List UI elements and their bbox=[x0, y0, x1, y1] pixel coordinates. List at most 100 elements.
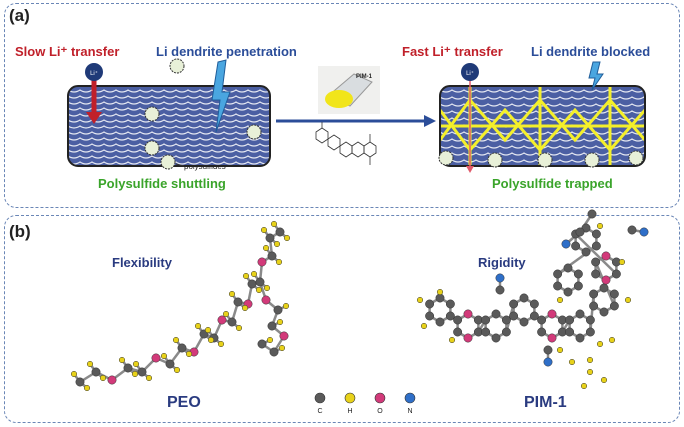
atom bbox=[519, 293, 529, 303]
atom bbox=[107, 375, 117, 385]
pim1-vial-photo: PIM-1 bbox=[318, 66, 380, 114]
atom bbox=[247, 279, 257, 289]
legend-swatch bbox=[374, 392, 386, 404]
sulfide-badge bbox=[537, 152, 553, 168]
atom bbox=[250, 270, 258, 278]
atom bbox=[276, 318, 284, 326]
atom bbox=[217, 340, 225, 348]
atom bbox=[99, 374, 107, 382]
atom bbox=[278, 344, 286, 352]
legend-item-H: H bbox=[344, 392, 356, 415]
atom bbox=[228, 290, 236, 298]
slow-transfer-title: Slow Li⁺ transfer bbox=[15, 44, 120, 59]
atom bbox=[501, 327, 511, 337]
atom bbox=[575, 227, 585, 237]
atom bbox=[151, 353, 161, 363]
atom bbox=[599, 307, 609, 317]
atom bbox=[543, 345, 553, 355]
atom bbox=[242, 272, 250, 280]
atom bbox=[509, 299, 519, 309]
atom bbox=[565, 327, 575, 337]
atom bbox=[453, 327, 463, 337]
atom bbox=[145, 374, 153, 382]
atom bbox=[587, 209, 597, 219]
left-li-ion: Li⁺ bbox=[85, 63, 103, 124]
left-membrane bbox=[67, 85, 271, 167]
atom bbox=[581, 247, 591, 257]
atom bbox=[596, 222, 604, 230]
atom bbox=[91, 367, 101, 377]
atom bbox=[207, 336, 215, 344]
atom bbox=[553, 281, 563, 291]
atom bbox=[233, 297, 243, 307]
peo-molecule bbox=[70, 220, 291, 392]
atom bbox=[255, 286, 263, 294]
atom bbox=[547, 333, 557, 343]
sulfide-badge bbox=[584, 152, 600, 168]
atom bbox=[599, 283, 609, 293]
atom bbox=[563, 263, 573, 273]
right-ion-label: Li⁺ bbox=[466, 70, 474, 77]
atom bbox=[600, 376, 608, 384]
atom bbox=[275, 258, 283, 266]
atom bbox=[217, 315, 227, 325]
atom bbox=[75, 377, 85, 387]
left-dendrite-bolt bbox=[211, 59, 231, 133]
atom bbox=[553, 269, 563, 279]
legend-swatch bbox=[314, 392, 326, 404]
atom bbox=[481, 315, 491, 325]
atom bbox=[270, 220, 278, 228]
atom bbox=[609, 301, 619, 311]
atom bbox=[571, 241, 581, 251]
atom bbox=[491, 333, 501, 343]
atom bbox=[172, 336, 180, 344]
legend-label: N bbox=[407, 408, 412, 415]
atom bbox=[556, 346, 564, 354]
atom bbox=[547, 309, 557, 319]
atom bbox=[131, 370, 139, 378]
atom bbox=[173, 366, 181, 374]
atom bbox=[591, 269, 601, 279]
atom bbox=[132, 360, 140, 368]
atom bbox=[556, 296, 564, 304]
atom bbox=[222, 310, 230, 318]
atom bbox=[529, 311, 539, 321]
atom bbox=[260, 226, 268, 234]
atom bbox=[624, 296, 632, 304]
atom bbox=[568, 358, 576, 366]
rigidity-title: Rigidity bbox=[478, 255, 526, 270]
atom bbox=[618, 258, 626, 266]
atom bbox=[589, 301, 599, 311]
atom bbox=[501, 315, 511, 325]
atom bbox=[263, 284, 271, 292]
pim1-structure bbox=[315, 122, 377, 165]
dendrite-penetration-title: Li dendrite penetration bbox=[156, 44, 297, 59]
atom bbox=[255, 277, 265, 287]
atom bbox=[273, 305, 283, 315]
atom bbox=[262, 244, 270, 252]
legend-item-N: N bbox=[404, 392, 416, 415]
pim1-molecule bbox=[416, 209, 649, 390]
atom bbox=[267, 251, 277, 261]
panel-a-label: (a) bbox=[9, 6, 30, 25]
atom bbox=[137, 367, 147, 377]
atom bbox=[177, 343, 187, 353]
flexibility-title: Flexibility bbox=[112, 255, 172, 270]
atom bbox=[185, 350, 193, 358]
atom bbox=[453, 315, 463, 325]
atom bbox=[561, 239, 571, 249]
fast-transfer-title: Fast Li⁺ transfer bbox=[402, 44, 503, 59]
atom bbox=[448, 336, 456, 344]
atom bbox=[585, 327, 595, 337]
atom bbox=[573, 269, 583, 279]
peo-name: PEO bbox=[167, 394, 201, 411]
atom bbox=[573, 281, 583, 291]
atom bbox=[279, 331, 289, 341]
atom bbox=[519, 317, 529, 327]
right-li-ion: Li⁺ bbox=[461, 63, 479, 173]
atom bbox=[463, 333, 473, 343]
atom bbox=[627, 225, 637, 235]
atom bbox=[86, 360, 94, 368]
